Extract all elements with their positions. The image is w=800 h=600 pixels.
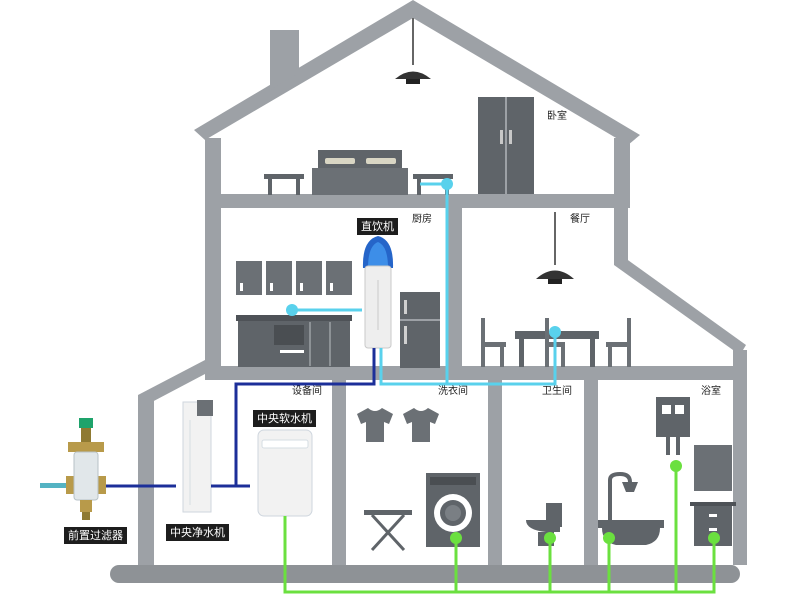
- wall-ground-right: [733, 350, 747, 565]
- device-label-purifier: 中央净水机: [166, 524, 229, 541]
- ceiling-lamp-top-icon: [395, 71, 431, 79]
- roof-right: [413, 0, 640, 145]
- wall-top-right: [614, 138, 630, 208]
- joint-laundry: [450, 532, 462, 544]
- floor-bedroom: [205, 194, 630, 208]
- base-cabinet-details: [274, 322, 331, 366]
- kitchen-furniture: [236, 236, 440, 368]
- device-label-prefilter: 前置过滤器: [64, 527, 127, 544]
- drinking-water-dispenser-icon: [362, 236, 394, 349]
- device-label-softener: 中央软水机: [253, 410, 316, 427]
- wall-ground-3: [584, 378, 598, 565]
- lamp-top-bulb: [406, 79, 420, 84]
- laundry-room: [357, 408, 480, 552]
- wall-ground-2: [488, 378, 502, 565]
- room-label-toilet: 卫生间: [542, 386, 572, 397]
- pipe-joints-drinking: [286, 178, 561, 338]
- shower-head-icon: [608, 471, 638, 520]
- joint-heater: [670, 460, 682, 472]
- wall-ground-1: [332, 378, 346, 565]
- pipe-joints-soft: [450, 460, 720, 544]
- joint-vanity: [708, 532, 720, 544]
- ground-strip: [110, 565, 740, 583]
- wall-top-left: [205, 138, 221, 208]
- device-label-drinker: 直饮机: [357, 218, 398, 235]
- room-label-bathroom: 浴室: [701, 386, 721, 397]
- central-softener-icon: [257, 429, 313, 517]
- wall-mid-right: [614, 194, 628, 264]
- tshirt-right-icon: [403, 408, 439, 442]
- pre-filter-icon: [40, 418, 106, 520]
- wall-ground-left: [138, 395, 154, 565]
- central-purifier-icon: [182, 400, 213, 513]
- wall-cabinet-handles: [240, 283, 333, 291]
- vanity-cabinet-icon: [690, 502, 736, 546]
- room-label-dining: 餐厅: [570, 214, 590, 225]
- wall-mid-divider: [448, 208, 462, 368]
- pipe-drinking-main: [379, 332, 557, 386]
- bed-icon: [312, 150, 408, 195]
- chimney: [270, 30, 299, 90]
- water-heater-icon: [656, 397, 690, 455]
- tshirt-left-icon: [357, 408, 393, 442]
- room-label-kitchen: 厨房: [412, 214, 432, 225]
- room-label-equipment: 设备间: [292, 386, 322, 397]
- bathtub-icon: [598, 520, 664, 545]
- pipes-purified: [106, 348, 376, 488]
- pipe-purifier-to-equipment: [211, 348, 376, 488]
- pipes-soft: [283, 466, 716, 594]
- refrigerator-icon: [400, 292, 440, 368]
- wardrobe-icon: [478, 97, 534, 194]
- ceiling-lamp-dining-icon: [536, 270, 574, 279]
- toilet-icon: [526, 503, 562, 546]
- counter-top: [236, 315, 352, 321]
- floor-middle: [205, 366, 737, 380]
- joint-dining: [549, 326, 561, 338]
- nightstand-left-icon: [264, 174, 304, 195]
- mirror-icon: [694, 445, 732, 491]
- bedroom-furniture: [264, 18, 534, 195]
- ironing-board-icon: [364, 510, 412, 552]
- joint-bedroom: [441, 178, 453, 190]
- house-structure: [138, 0, 747, 565]
- roof-lower-right: [614, 250, 746, 355]
- wall-mid-left: [205, 194, 221, 374]
- roof-lower-left: [138, 360, 205, 403]
- wall-cabinets-icon: [236, 261, 352, 295]
- bathroom: [598, 397, 736, 546]
- lamp-dining-bulb: [548, 279, 562, 284]
- pipe-soft-main: [283, 516, 716, 594]
- roof-left: [194, 0, 413, 140]
- room-label-bedroom: 卧室: [547, 111, 567, 122]
- room-label-laundry: 洗衣间: [438, 386, 468, 397]
- joint-tub: [603, 532, 615, 544]
- equipment-room: [182, 400, 313, 517]
- joint-toilet: [544, 532, 556, 544]
- joint-kitchen: [286, 304, 298, 316]
